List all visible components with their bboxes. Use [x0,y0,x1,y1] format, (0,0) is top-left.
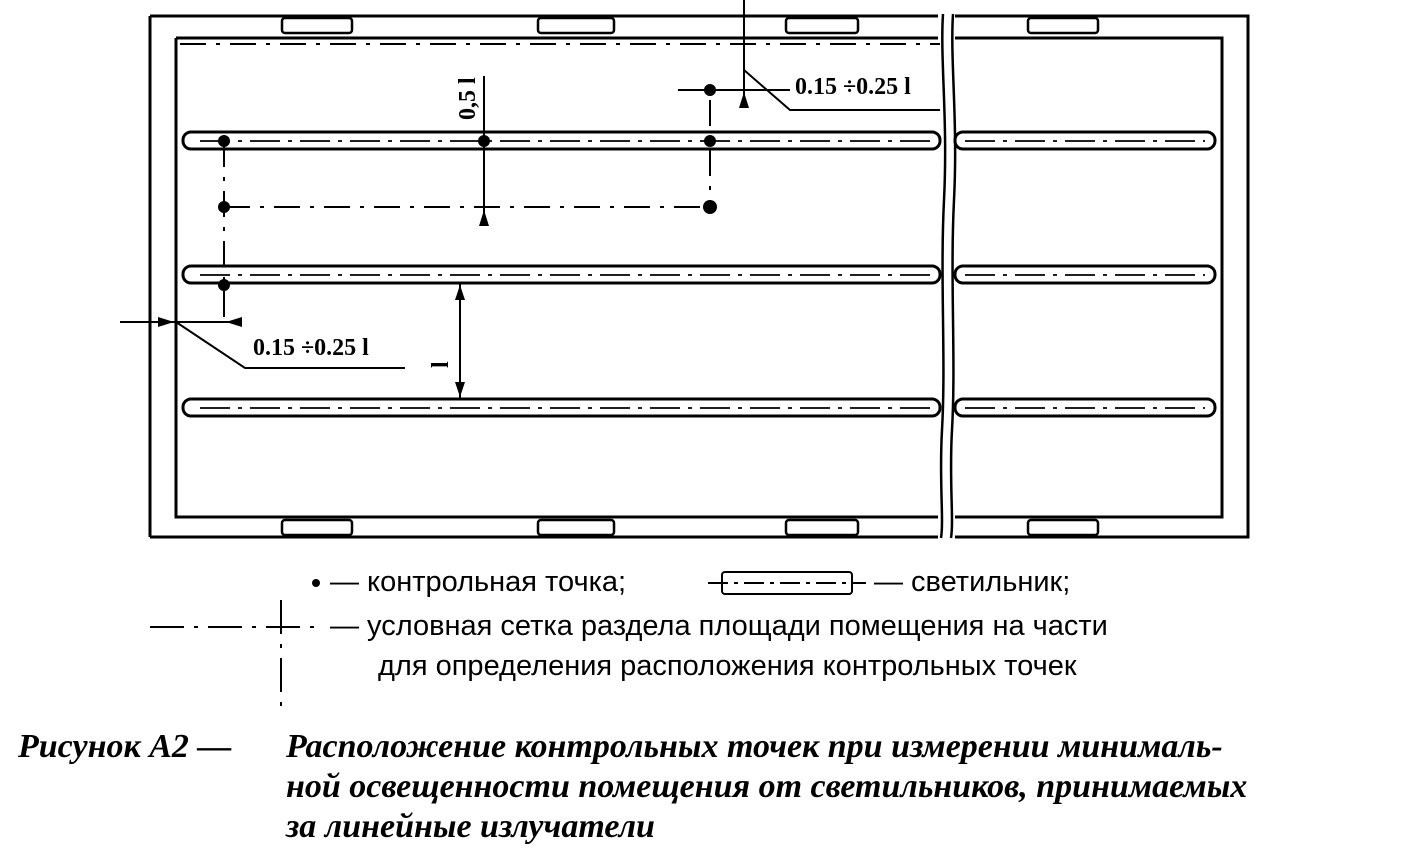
legend-grid-label-line1: — условная сетка раздела площади помещен… [330,610,1108,642]
room-outer-wall [148,14,1250,539]
control-point [704,84,716,96]
control-point [703,200,717,214]
dimension-lines [120,0,940,399]
dimension-label-left: 0.15 ÷0.25 l [253,335,369,361]
dimension-label-top-right: 0.15 ÷0.25 l [795,74,911,100]
control-point [704,135,716,147]
legend-grid-label-line2: для определения расположения контрольных… [378,650,1077,682]
caption-line3: за линейные излучатели [286,808,655,845]
dimension-label-full: l [428,361,454,368]
room-inner-wall [174,36,1224,519]
break-line [939,13,957,539]
dimension-arrows [158,92,749,397]
legend-point-symbol [312,579,320,587]
caption-line2: ной освещенности помещения от светильник… [286,768,1248,805]
control-point [478,135,490,147]
control-point [218,135,230,147]
dimension-label-half: 0,5 l [455,77,481,120]
conventional-grid [180,43,940,322]
caption-line1: Расположение контрольных точек при измер… [286,728,1223,765]
legend-point-label: — контрольная точка; [330,566,627,598]
luminaire-row-3 [181,397,1217,418]
legend-luminaire-label: — светильник; [874,566,1071,598]
window-bottom [280,518,1100,537]
luminaire-row-2 [181,264,1217,285]
legend-luminaire-symbol [708,571,866,595]
legend-grid-symbol [150,600,320,712]
caption-label: Рисунок А2 — [18,728,232,765]
control-point [218,279,230,291]
luminaire-row-1 [181,130,1217,151]
control-points [218,84,717,291]
window-top [280,16,1100,35]
control-point [218,201,230,213]
